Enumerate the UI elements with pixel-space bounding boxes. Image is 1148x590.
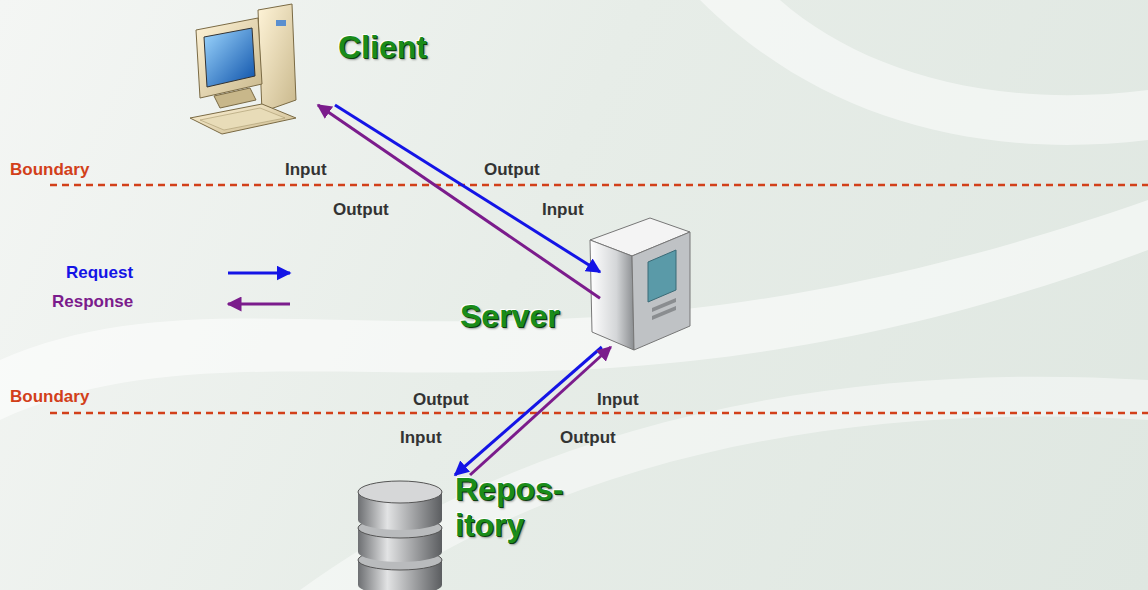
boundary-label: Boundary: [10, 387, 89, 407]
port-label: Output: [333, 200, 389, 220]
background-swoosh: [700, 0, 1148, 145]
port-label: Output: [484, 160, 540, 180]
legend-line-sample: [228, 303, 290, 306]
port-label: Output: [413, 390, 469, 410]
node-title: Server: [460, 298, 560, 334]
request-arrow: [335, 105, 600, 272]
legend-line-sample: [228, 272, 290, 275]
boundary-line: [50, 184, 1148, 187]
legend-text: Request: [66, 263, 133, 283]
database-icon: [358, 481, 442, 590]
node-title: Client: [338, 29, 427, 65]
request-arrow: [455, 347, 602, 475]
node-title: Repos- itory: [455, 471, 563, 543]
port-label: Input: [285, 160, 327, 180]
port-label: Input: [400, 428, 442, 448]
response-arrow: [470, 347, 611, 475]
port-label: Output: [560, 428, 616, 448]
boundary-label: Boundary: [10, 160, 89, 180]
legend-text: Response: [52, 292, 133, 312]
boundary-line: [50, 412, 1148, 415]
background-swoosh: [300, 377, 1148, 590]
computer-icon: [190, 4, 296, 134]
port-label: Input: [597, 390, 639, 410]
server-node: Server: [600, 222, 690, 347]
client-node: Client: [190, 5, 430, 105]
port-label: Input: [542, 200, 584, 220]
server-icon: [590, 218, 690, 350]
response-arrow: [318, 105, 600, 298]
repository-node: Repos- itory: [355, 475, 570, 587]
